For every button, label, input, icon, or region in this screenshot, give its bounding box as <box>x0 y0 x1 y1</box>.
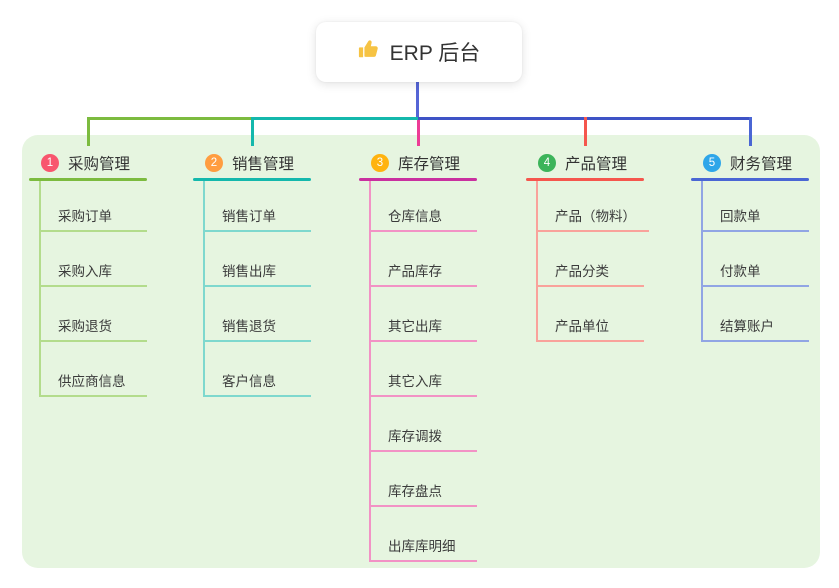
branch-drop-line-5 <box>749 117 752 146</box>
branch-underline <box>359 178 477 181</box>
branch-label: 采购管理 <box>68 156 131 173</box>
branch-node-2[interactable]: 2 销售管理 <box>193 148 311 178</box>
leaf-node[interactable]: 结算账户 <box>703 287 809 342</box>
thumbs-up-icon <box>358 38 380 66</box>
leaf-node[interactable]: 销售出库 <box>205 232 311 287</box>
branch-children: 产品（物料）产品分类产品单位 <box>536 181 649 342</box>
branch-drop-line-2 <box>251 117 254 146</box>
leaf-node[interactable]: 供应商信息 <box>41 342 147 397</box>
leaf-node[interactable]: 客户信息 <box>205 342 311 397</box>
branch-2: 2 销售管理销售订单销售出库销售退货客户信息 <box>193 148 311 397</box>
leaf-node[interactable]: 产品分类 <box>538 232 644 287</box>
branch-node-1[interactable]: 1 采购管理 <box>29 148 147 178</box>
branch-number-badge: 3 <box>371 154 389 172</box>
branch-5: 5 财务管理回款单付款单结算账户 <box>691 148 809 342</box>
branch-label: 产品管理 <box>565 156 628 173</box>
branch-underline <box>526 178 644 181</box>
branch-children: 采购订单采购入库采购退货供应商信息 <box>39 181 147 397</box>
branch-underline <box>691 178 809 181</box>
branch-node-5[interactable]: 5 财务管理 <box>691 148 809 178</box>
branch-children: 回款单付款单结算账户 <box>701 181 809 342</box>
branch-label: 库存管理 <box>398 156 461 173</box>
branch-number-badge: 1 <box>41 154 59 172</box>
trunk-segment-teal <box>252 117 420 120</box>
root-node-label: ERP 后台 <box>389 42 481 65</box>
leaf-node[interactable]: 其它入库 <box>371 342 477 397</box>
branch-drop-line-1 <box>87 117 90 146</box>
branch-node-4[interactable]: 4 产品管理 <box>526 148 644 178</box>
branch-underline <box>29 178 147 181</box>
leaf-node[interactable]: 销售订单 <box>205 181 311 232</box>
leaf-node[interactable]: 产品单位 <box>538 287 644 342</box>
leaf-node[interactable]: 库存调拨 <box>371 397 477 452</box>
mindmap-canvas-panel <box>22 135 820 568</box>
branch-3: 3 库存管理仓库信息产品库存其它出库其它入库库存调拨库存盘点出库库明细 <box>359 148 477 562</box>
branch-number-badge: 5 <box>703 154 721 172</box>
root-node-erp[interactable]: ERP 后台 <box>316 22 522 82</box>
branch-node-3[interactable]: 3 库存管理 <box>359 148 477 178</box>
leaf-node[interactable]: 采购退货 <box>41 287 147 342</box>
trunk-segment-green <box>87 117 252 120</box>
branch-label: 销售管理 <box>232 156 295 173</box>
branch-children: 销售订单销售出库销售退货客户信息 <box>203 181 311 397</box>
leaf-node[interactable]: 产品（物料） <box>538 181 649 232</box>
branch-1: 1 采购管理采购订单采购入库采购退货供应商信息 <box>29 148 147 397</box>
branch-4: 4 产品管理产品（物料）产品分类产品单位 <box>526 148 649 342</box>
branch-children: 仓库信息产品库存其它出库其它入库库存调拨库存盘点出库库明细 <box>369 181 477 562</box>
leaf-node[interactable]: 出库库明细 <box>371 507 477 562</box>
branch-drop-line-3 <box>417 120 420 146</box>
leaf-node[interactable]: 仓库信息 <box>371 181 477 232</box>
leaf-node[interactable]: 库存盘点 <box>371 452 477 507</box>
leaf-node[interactable]: 产品库存 <box>371 232 477 287</box>
leaf-node[interactable]: 采购入库 <box>41 232 147 287</box>
leaf-node[interactable]: 回款单 <box>703 181 809 232</box>
branch-label: 财务管理 <box>730 156 793 173</box>
branch-underline <box>193 178 311 181</box>
root-stem-line <box>416 82 419 120</box>
branch-number-badge: 4 <box>538 154 556 172</box>
leaf-node[interactable]: 其它出库 <box>371 287 477 342</box>
branch-drop-line-4 <box>584 117 587 146</box>
leaf-node[interactable]: 销售退货 <box>205 287 311 342</box>
leaf-node[interactable]: 采购订单 <box>41 181 147 232</box>
leaf-node[interactable]: 付款单 <box>703 232 809 287</box>
branch-number-badge: 2 <box>205 154 223 172</box>
